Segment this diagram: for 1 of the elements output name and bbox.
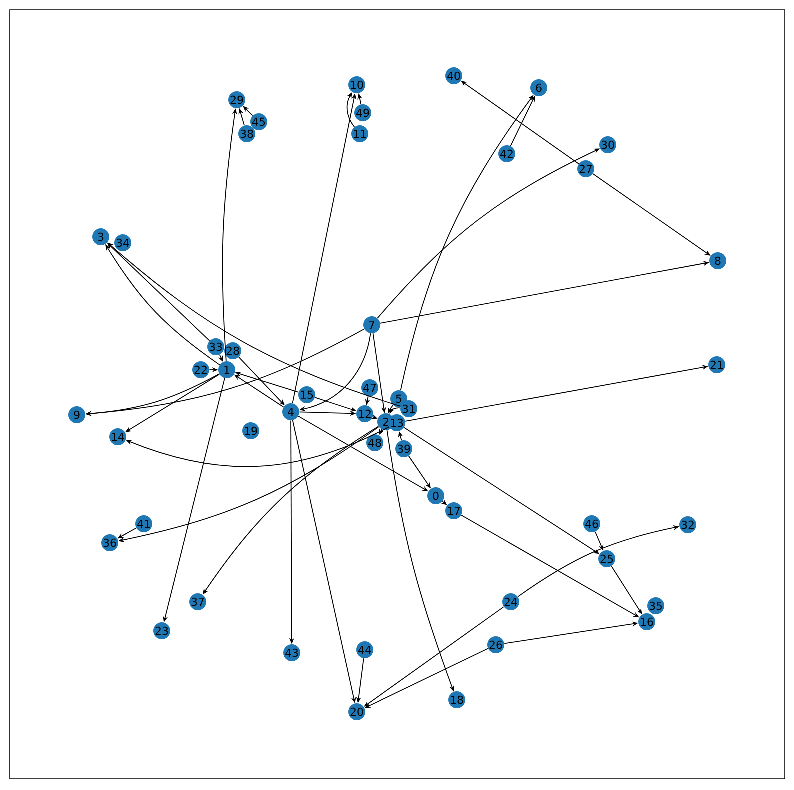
node-label: 2 <box>383 418 388 426</box>
